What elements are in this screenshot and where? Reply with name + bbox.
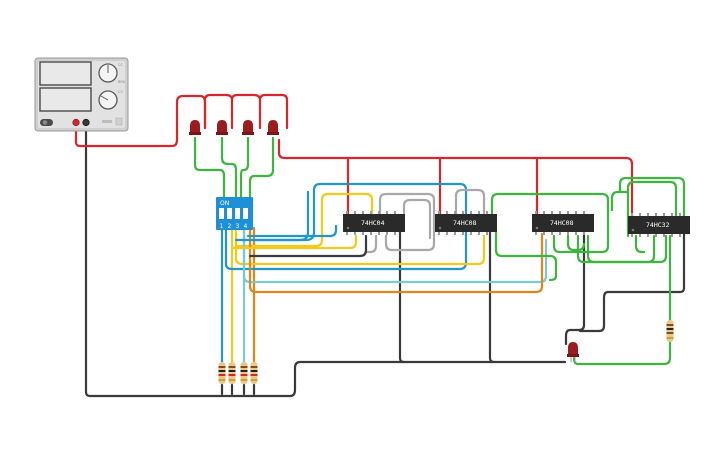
wire-lightblue-chip[interactable] (242, 228, 548, 284)
power-supply[interactable]: CC CV BRK (34, 57, 129, 132)
led-1[interactable] (189, 120, 201, 135)
chip-74hc08-a[interactable]: 74HC08 (435, 211, 497, 235)
wires (74, 93, 686, 398)
wire-gray-3[interactable] (454, 188, 486, 218)
wire-ground[interactable] (84, 121, 567, 398)
wire-green-7[interactable] (586, 234, 668, 264)
wire-green-led4[interactable] (248, 136, 275, 202)
wire-green-led3[interactable] (239, 136, 250, 202)
wire-green-6[interactable] (576, 234, 656, 264)
resistor-4[interactable] (250, 362, 258, 384)
wire-red-leds[interactable] (203, 93, 289, 130)
wire-black-chip1-in[interactable] (248, 234, 368, 258)
chip-2-label: 74HC08 (453, 219, 477, 227)
wire-red-rail[interactable] (277, 138, 634, 220)
led-2[interactable] (216, 120, 228, 135)
wire-ground-resistors[interactable] (220, 383, 256, 396)
wire-gray-2[interactable] (402, 198, 432, 240)
wire-green-3[interactable] (566, 234, 586, 252)
knob2-label: CV (118, 90, 123, 94)
output-resistor[interactable] (666, 320, 674, 342)
negative-terminal[interactable] (82, 118, 90, 127)
input-leds (189, 120, 279, 135)
display-top (39, 61, 92, 86)
positive-terminal[interactable] (72, 118, 80, 127)
wire-gray-1[interactable] (378, 192, 436, 252)
wire-green-big[interactable] (490, 192, 610, 254)
led-4[interactable] (267, 120, 279, 135)
wire-green-4[interactable] (618, 176, 686, 218)
wire-green-5[interactable] (626, 180, 678, 238)
led-3[interactable] (242, 120, 254, 135)
display-bottom (39, 87, 92, 112)
wire-gray-4[interactable] (364, 234, 378, 254)
chip-4-label: 74HC32 (646, 221, 670, 229)
wire-green-led2[interactable] (220, 136, 238, 202)
wire-green-led1[interactable] (193, 136, 226, 202)
knob1-label: CC (118, 63, 123, 67)
resistor-1[interactable] (218, 362, 226, 384)
dip-toggle-3[interactable] (235, 208, 240, 219)
chip-74hc08-b[interactable]: 74HC08 (532, 211, 594, 235)
wire-red-supply[interactable] (74, 94, 207, 148)
wire-black-chip2[interactable] (488, 230, 496, 364)
wire-green-9[interactable] (610, 190, 630, 212)
dip-number-4: 4 (244, 223, 248, 230)
chip-3-label: 74HC08 (550, 219, 574, 227)
chip-74hc32[interactable]: 74HC32 (628, 213, 690, 237)
dip-switch[interactable]: ON 1 2 3 4 (216, 197, 253, 230)
resistor-3[interactable] (240, 362, 248, 384)
resistor-2[interactable] (228, 362, 236, 384)
dip-number-1: 1 (220, 223, 224, 230)
wire-green-8[interactable] (634, 234, 646, 254)
output-led[interactable] (567, 342, 579, 362)
wire-green-2[interactable] (494, 230, 558, 282)
input-resistors (218, 362, 258, 384)
wire-blue-chip1[interactable] (246, 224, 338, 238)
knob-sub-label: BRK (118, 80, 126, 84)
wire-green-led-out[interactable] (572, 340, 672, 366)
dip-toggle-2[interactable] (227, 208, 232, 219)
chip-74hc04[interactable]: 74HC04 (343, 211, 405, 235)
wire-black-chip3[interactable] (564, 230, 586, 346)
dip-toggle-1[interactable] (219, 208, 224, 219)
wire-yellow-chip[interactable] (234, 192, 486, 266)
wire-yellow-chip1-b[interactable] (230, 234, 358, 250)
wire-blue-top[interactable] (234, 190, 310, 242)
dip-on-label: ON (220, 200, 229, 207)
wire-black-chip4[interactable] (578, 230, 686, 333)
dip-toggle-4[interactable] (243, 208, 248, 219)
dip-number-3: 3 (236, 223, 240, 230)
dip-number-2: 2 (228, 223, 232, 230)
wire-black-chip1[interactable] (398, 230, 406, 364)
wire-orange-chip[interactable] (248, 228, 544, 294)
wire-blue-chip[interactable] (224, 182, 468, 271)
chip-1-label: 74HC04 (361, 219, 385, 227)
